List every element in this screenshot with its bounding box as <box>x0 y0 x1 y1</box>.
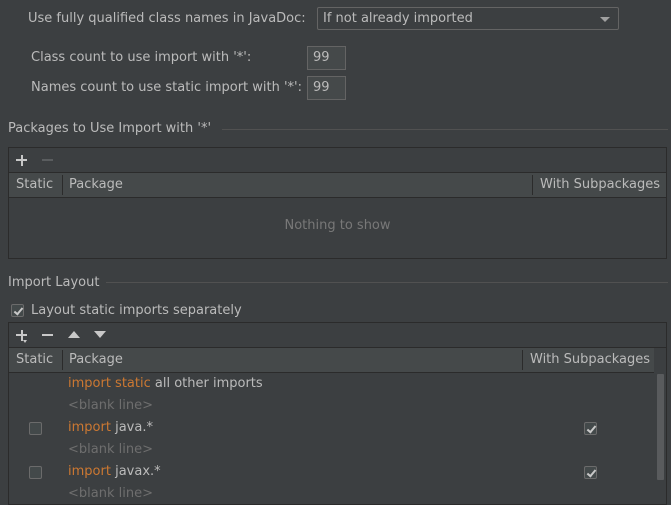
table-row[interactable]: import javax.* <box>9 461 654 483</box>
add-entry-button[interactable] <box>14 327 30 343</box>
column-with-subpackages[interactable]: With Subpackages <box>540 177 661 192</box>
class-count-input[interactable]: 99 <box>307 46 346 70</box>
add-package-button[interactable] <box>14 152 30 168</box>
javadoc-label: Use fully qualified class names in JavaD… <box>28 11 306 26</box>
import-keyword: import <box>68 464 111 479</box>
import-layout-table-panel: Static Package With Subpackages import s… <box>8 322 667 505</box>
chevron-down-icon <box>600 17 610 22</box>
remove-entry-button[interactable] <box>40 327 56 343</box>
section-divider <box>222 129 668 130</box>
remove-icon <box>42 159 53 161</box>
with-subpackages-checkbox[interactable] <box>584 422 597 435</box>
remove-icon <box>42 334 53 336</box>
table-row[interactable]: <blank line> <box>9 439 654 461</box>
section-divider <box>106 282 668 283</box>
column-separator <box>62 350 63 370</box>
packages-section-title: Packages to Use Import with '*' <box>8 121 212 136</box>
javadoc-dropdown[interactable]: If not already imported <box>317 7 619 30</box>
column-with-subpackages[interactable]: With Subpackages <box>530 352 651 367</box>
row-package-text: import javax.* <box>68 461 161 483</box>
import-layout-title: Import Layout <box>8 275 100 290</box>
move-up-button[interactable] <box>66 327 82 343</box>
move-down-button[interactable] <box>92 327 108 343</box>
layout-static-separately-label[interactable]: Layout static imports separately <box>31 303 242 318</box>
package-name: java.* <box>115 420 153 435</box>
names-count-input[interactable]: 99 <box>307 76 346 100</box>
import-keyword: import static <box>68 376 151 391</box>
packages-toolbar <box>9 148 666 173</box>
blank-line-text: <blank line> <box>68 486 153 501</box>
table-row[interactable]: import java.* <box>9 417 654 439</box>
remove-package-button[interactable] <box>40 152 56 168</box>
empty-state-text: Nothing to show <box>284 218 391 233</box>
column-separator <box>532 175 533 195</box>
move-down-icon <box>94 331 106 338</box>
package-name: javax.* <box>115 464 161 479</box>
table-row[interactable]: <blank line> <box>9 395 654 417</box>
static-checkbox[interactable] <box>29 422 42 435</box>
row-package-text: import static all other imports <box>68 373 263 395</box>
layout-static-separately-checkbox[interactable] <box>11 304 24 317</box>
row-package-text: import java.* <box>68 417 153 439</box>
column-static[interactable]: Static <box>16 177 54 192</box>
column-static[interactable]: Static <box>16 352 54 367</box>
import-layout-toolbar <box>9 323 666 348</box>
column-package[interactable]: Package <box>69 177 123 192</box>
names-count-label: Names count to use static import with '*… <box>31 80 303 95</box>
javadoc-dropdown-value: If not already imported <box>323 11 473 26</box>
class-count-label: Class count to use import with '*': <box>31 50 252 65</box>
packages-table-header: Static Package With Subpackages <box>9 173 666 198</box>
table-row[interactable]: <blank line> <box>9 483 654 505</box>
with-subpackages-checkbox[interactable] <box>584 466 597 479</box>
import-keyword: import <box>68 420 111 435</box>
vertical-scrollbar[interactable] <box>654 348 666 504</box>
column-package[interactable]: Package <box>69 352 123 367</box>
table-row[interactable]: import static all other imports <box>9 373 654 395</box>
column-separator <box>62 175 63 195</box>
package-name: all other imports <box>154 376 263 391</box>
column-separator <box>522 350 523 370</box>
blank-line-text: <blank line> <box>68 442 153 457</box>
static-checkbox[interactable] <box>29 466 42 479</box>
checkbox-checked-icon <box>11 304 24 317</box>
import-layout-table-header: Static Package With Subpackages <box>9 348 654 373</box>
blank-line-text: <blank line> <box>68 398 153 413</box>
packages-table-panel: Static Package With Subpackages Nothing … <box>8 147 667 259</box>
move-up-icon <box>68 331 80 338</box>
scrollbar-thumb[interactable] <box>657 374 664 480</box>
